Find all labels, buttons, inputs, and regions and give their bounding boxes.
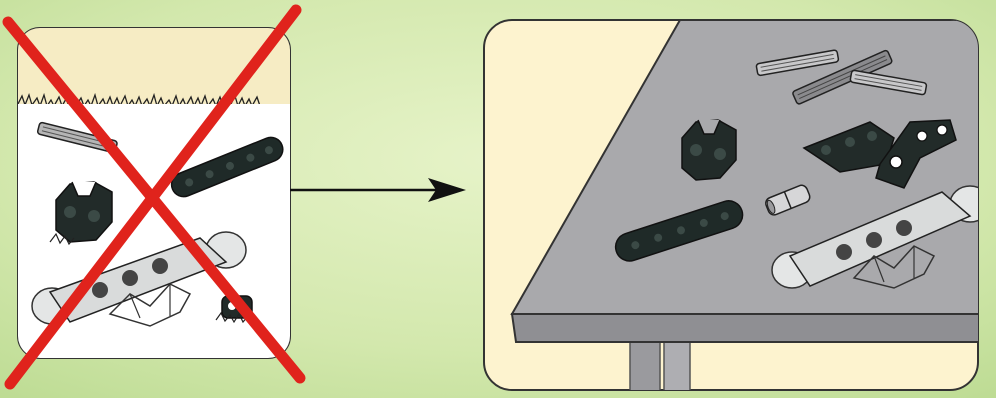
- table-leg: [663, 339, 691, 390]
- axle-icon: [849, 69, 928, 96]
- red-cross-icon: [2, 4, 306, 390]
- bone-beam-icon: [771, 185, 978, 289]
- bent-beam-icon: [802, 119, 957, 189]
- correct-example-panel: [483, 19, 979, 391]
- connector-block-icon: [49, 181, 113, 246]
- grass-edge: [18, 92, 261, 108]
- beam-icon: [614, 200, 744, 262]
- connector-block-icon: [681, 119, 737, 181]
- wrong-example-panel: [2, 4, 306, 390]
- table-leg: [629, 339, 661, 390]
- bone-beam-icon: [31, 231, 247, 327]
- table-edge: [510, 313, 978, 343]
- pin-icon: [765, 184, 811, 216]
- axle-icon: [755, 49, 840, 77]
- right-arrow-icon: [290, 178, 466, 202]
- long-axle-icon: [792, 49, 893, 105]
- beam-icon: [170, 136, 284, 198]
